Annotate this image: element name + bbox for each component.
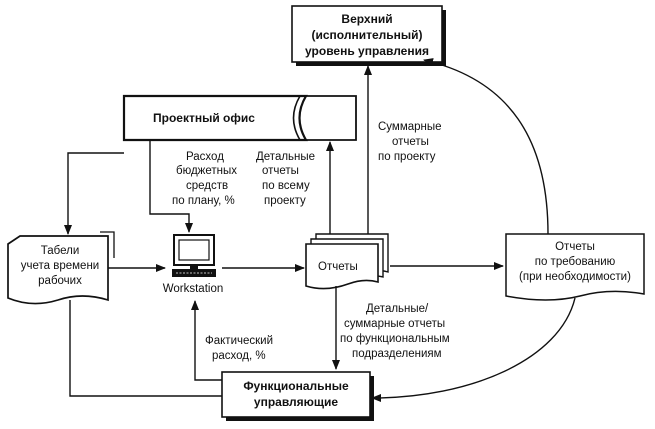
on-demand-reports-box: Отчеты по требованию (при необходимости): [505, 233, 645, 301]
budget-label-line-3: средств: [186, 180, 228, 192]
summary-project-label: Суммарные отчеты по проекту: [378, 121, 442, 163]
functional-managers-line-1: Функциональные: [243, 379, 349, 393]
functional-reports-line-3: по функциональным: [340, 333, 450, 345]
top-management-box: Верхний (исполнительный) уровень управле…: [291, 5, 446, 66]
actual-spend-line-1: Фактический: [205, 335, 273, 347]
detailed-project-label: Детальные отчеты по всему проекту: [256, 151, 315, 207]
summary-project-line-1: Суммарные: [378, 121, 442, 133]
top-management-line-2: (исполнительный): [312, 28, 423, 42]
timesheets-line-3: рабочих: [38, 275, 82, 287]
functional-reports-line-1: Детальные/: [366, 303, 429, 315]
arrow-office-to-timesheets: [64, 152, 124, 235]
functional-reports-label: Детальные/ суммарные отчеты по функциона…: [340, 303, 450, 360]
top-management-line-3: уровень управления: [305, 44, 429, 58]
detailed-project-line-1: Детальные: [256, 151, 315, 163]
project-office-box: Проектный офис: [122, 94, 357, 142]
budget-label: Расход бюджетных средств по плану, %: [172, 151, 237, 207]
project-office-label: Проектный офис: [153, 111, 255, 125]
budget-label-line-1: Расход: [186, 151, 224, 163]
detailed-project-line-4: проекту: [264, 195, 306, 207]
budget-label-line-2: бюджетных: [176, 165, 237, 177]
detailed-project-line-2: отчеты: [262, 165, 299, 177]
arrow-on-demand-to-top: [423, 58, 549, 235]
functional-reports-line-2: суммарные отчеты: [344, 318, 445, 330]
actual-spend-line-2: расход, %: [212, 350, 266, 362]
functional-reports-line-4: подразделениям: [352, 348, 442, 360]
functional-managers-line-2: управляющие: [254, 395, 339, 409]
reports-label: Отчеты: [318, 261, 358, 273]
workstation-label: Workstation: [163, 283, 224, 295]
functional-managers-box: Функциональные управляющие: [221, 371, 374, 421]
arrow-on-demand-to-functional: [371, 297, 576, 402]
top-management-line-1: Верхний: [341, 12, 392, 26]
budget-label-line-4: по плану, %: [172, 195, 235, 207]
timesheets-line-1: Табели: [41, 245, 80, 257]
timesheets-line-2: учета времени: [21, 260, 99, 272]
summary-project-line-2: отчеты: [392, 136, 429, 148]
detailed-project-line-3: по всему: [262, 180, 310, 192]
line-timesheets-to-functional: [69, 300, 222, 397]
arrow-functional-to-workstation: [191, 300, 222, 381]
arrow-office-to-workstation: [149, 140, 193, 233]
reports-stack: Отчеты: [305, 233, 389, 290]
on-demand-line-1: Отчеты: [555, 241, 595, 253]
actual-spend-label: Фактический расход, %: [205, 335, 273, 362]
computer-icon: [172, 234, 216, 277]
timesheets-box: Табели учета времени рабочих: [7, 231, 115, 305]
summary-project-line-3: по проекту: [378, 151, 436, 163]
on-demand-line-2: по требованию: [535, 256, 616, 268]
on-demand-line-3: (при необходимости): [519, 271, 631, 283]
